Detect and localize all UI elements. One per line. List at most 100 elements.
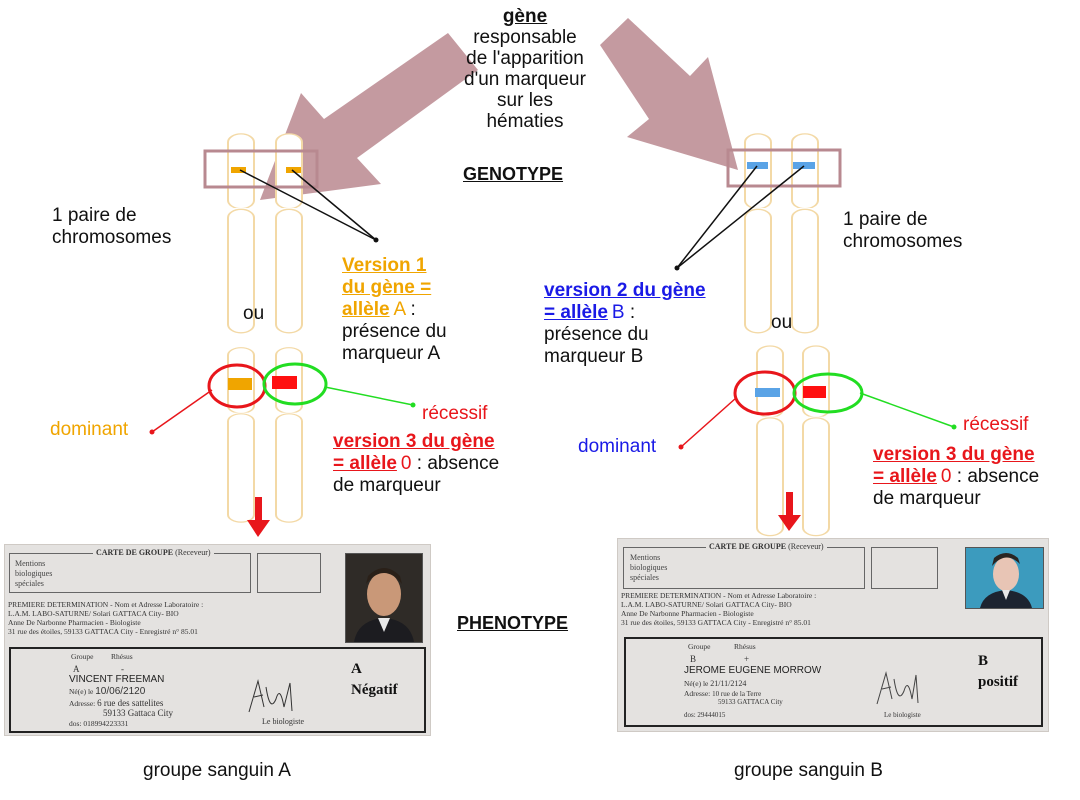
left-card-title-suffix: (Receveur) bbox=[175, 548, 211, 557]
right-gene-box bbox=[726, 148, 842, 188]
left-v3-desc-line2: de marqueur bbox=[333, 475, 441, 496]
city-value: 59133 GATTACA City bbox=[718, 698, 783, 706]
gene-desc-line: sur les bbox=[497, 90, 553, 111]
rhesus-value: + bbox=[744, 654, 750, 664]
gene-label: gène bbox=[502, 6, 548, 27]
portrait-image bbox=[346, 554, 422, 642]
right-card-result: B positif bbox=[978, 651, 1018, 693]
left-card-photo bbox=[345, 553, 423, 643]
right-card-lab-info: PREMIERE DETERMINATION - Nom et Adresse … bbox=[621, 591, 816, 627]
lab-line: Anne De Narbonne Pharmacien - Biologiste bbox=[8, 618, 141, 627]
biologist-label: Le biologiste bbox=[884, 711, 921, 719]
right-big-arrow bbox=[600, 18, 738, 170]
patient-name: JEROME EUGENE MORROW bbox=[684, 665, 822, 676]
mentions-line: Mentions bbox=[15, 559, 46, 568]
right-v3-title-line: version 3 du gène bbox=[873, 444, 1035, 465]
right-card-photo bbox=[965, 547, 1044, 609]
left-allele-letter: A bbox=[393, 299, 406, 320]
right-card-result-panel: Groupe Rhésus B + JEROME EUGENE MORROW N… bbox=[624, 637, 1043, 727]
right-dominant-label: dominant bbox=[578, 436, 657, 457]
gene-desc-line: d'un marqueur bbox=[464, 69, 586, 90]
right-v3-desc-line2: de marqueur bbox=[873, 488, 981, 509]
born-label: Né(e) le bbox=[684, 679, 709, 688]
right-card-title: CARTE DE GROUPE (Receveur) bbox=[706, 542, 827, 551]
left-card-title: CARTE DE GROUPE (Receveur) bbox=[93, 548, 214, 557]
left-blood-group-card: CARTE DE GROUPE (Receveur) Mentions biol… bbox=[4, 544, 431, 736]
right-blood-group-card: CARTE DE GROUPE (Receveur) Mentions biol… bbox=[617, 538, 1049, 732]
lab-line: L.A.M. LABO-SATURNE/ Solari GATTACA City… bbox=[621, 600, 792, 609]
right-allele-letter: B bbox=[611, 302, 625, 323]
right-down-arrow bbox=[778, 492, 801, 531]
groupe-value: A bbox=[73, 664, 80, 674]
right-pair-label-line: chromosomes bbox=[843, 231, 963, 252]
gene-desc-line: hématies bbox=[486, 111, 564, 132]
left-bottom-chromosome-pair bbox=[227, 346, 303, 524]
lab-line: L.A.M. LABO-SATURNE/ Solari GATTACA City… bbox=[8, 609, 179, 618]
result-rhesus: Négatif bbox=[351, 682, 398, 698]
left-v3-title-line: version 3 du gène bbox=[333, 431, 495, 452]
right-group-label: groupe sanguin B bbox=[734, 760, 883, 781]
lab-line: 31 rue des étoiles, 59133 GATTACA City -… bbox=[621, 618, 811, 627]
mentions-line: spéciales bbox=[15, 579, 44, 588]
right-v3-desc: : absence bbox=[951, 466, 1040, 487]
left-top-chromosome-pair bbox=[227, 132, 303, 334]
address-value: 10 rue de la Terre bbox=[712, 690, 762, 698]
right-pair-label: 1 paire de chromosomes bbox=[843, 209, 962, 253]
left-card-stamp-box bbox=[257, 553, 321, 593]
right-pair-label-line: 1 paire de bbox=[843, 209, 928, 230]
right-marker-b1 bbox=[747, 162, 768, 169]
lab-line: PREMIERE DETERMINATION - Nom et Adresse … bbox=[8, 600, 204, 609]
groupe-column-label: Groupe bbox=[688, 642, 711, 651]
left-dominant-label: dominant bbox=[50, 419, 129, 440]
left-marker-0 bbox=[272, 376, 297, 389]
dos-value: dos: 018994223331 bbox=[69, 719, 129, 728]
mentions-line: Mentions bbox=[630, 553, 661, 562]
address-label: Adresse: bbox=[69, 699, 96, 708]
gene-desc-line: responsable bbox=[473, 27, 577, 48]
left-allele-desc-line: marqueur A bbox=[342, 343, 441, 364]
left-allele-title-line: Version 1 bbox=[342, 255, 427, 276]
lab-line: Anne De Narbonne Pharmacien - Biologiste bbox=[621, 609, 754, 618]
rhesus-column-label: Rhésus bbox=[111, 652, 133, 661]
right-card-title-suffix: (Receveur) bbox=[788, 542, 824, 551]
result-rhesus: positif bbox=[978, 674, 1019, 690]
right-card-mentions: Mentions biologiques spéciales bbox=[630, 553, 667, 583]
address-value: 6 rue des sattelites bbox=[97, 698, 164, 708]
signature-image bbox=[876, 671, 919, 705]
left-card-result-panel: Groupe Rhésus A - VINCENT FREEMAN Né(e) … bbox=[9, 647, 426, 733]
city-value: 59133 Gattaca City bbox=[103, 708, 173, 718]
left-recessive-label: récessif bbox=[422, 403, 488, 424]
right-card-title-text: CARTE DE GROUPE bbox=[709, 542, 787, 551]
biologist-label: Le biologiste bbox=[262, 717, 304, 726]
right-v3-zero: 0 bbox=[940, 466, 952, 487]
phenotype-title: PHENOTYPE bbox=[457, 613, 569, 633]
left-allele-title-line: du gène = bbox=[342, 277, 432, 298]
right-allele-desc-line: présence du bbox=[544, 324, 649, 345]
portrait-image bbox=[966, 548, 1043, 608]
left-allele-title-line: allèle bbox=[342, 299, 390, 320]
left-card-lab-info: PREMIERE DETERMINATION - Nom et Adresse … bbox=[8, 600, 203, 636]
address-label: Adresse: bbox=[684, 689, 711, 698]
right-allele-desc-line: marqueur B bbox=[544, 346, 644, 367]
groupe-column-label: Groupe bbox=[71, 652, 94, 661]
rhesus-column-label: Rhésus bbox=[734, 642, 756, 651]
right-marker-b2 bbox=[793, 162, 815, 169]
result-group: B bbox=[978, 653, 989, 669]
left-v3-desc: : absence bbox=[411, 453, 500, 474]
left-big-arrow bbox=[260, 33, 478, 200]
right-allele-colon: : bbox=[624, 302, 636, 323]
groupe-value: B bbox=[690, 654, 697, 664]
right-allele-title-line: = allèle bbox=[544, 302, 608, 323]
left-pair-label: 1 paire de chromosomes bbox=[52, 205, 171, 249]
mentions-line: spéciales bbox=[630, 573, 659, 582]
signature-image bbox=[248, 679, 293, 713]
right-card-stamp-box bbox=[871, 547, 938, 589]
right-marker-0 bbox=[803, 386, 826, 398]
left-allele-colon: : bbox=[405, 299, 416, 320]
birth-date: 10/06/2120 bbox=[95, 686, 146, 697]
birth-date: 21/11/2124 bbox=[710, 679, 747, 688]
left-group-label: groupe sanguin A bbox=[143, 760, 291, 781]
